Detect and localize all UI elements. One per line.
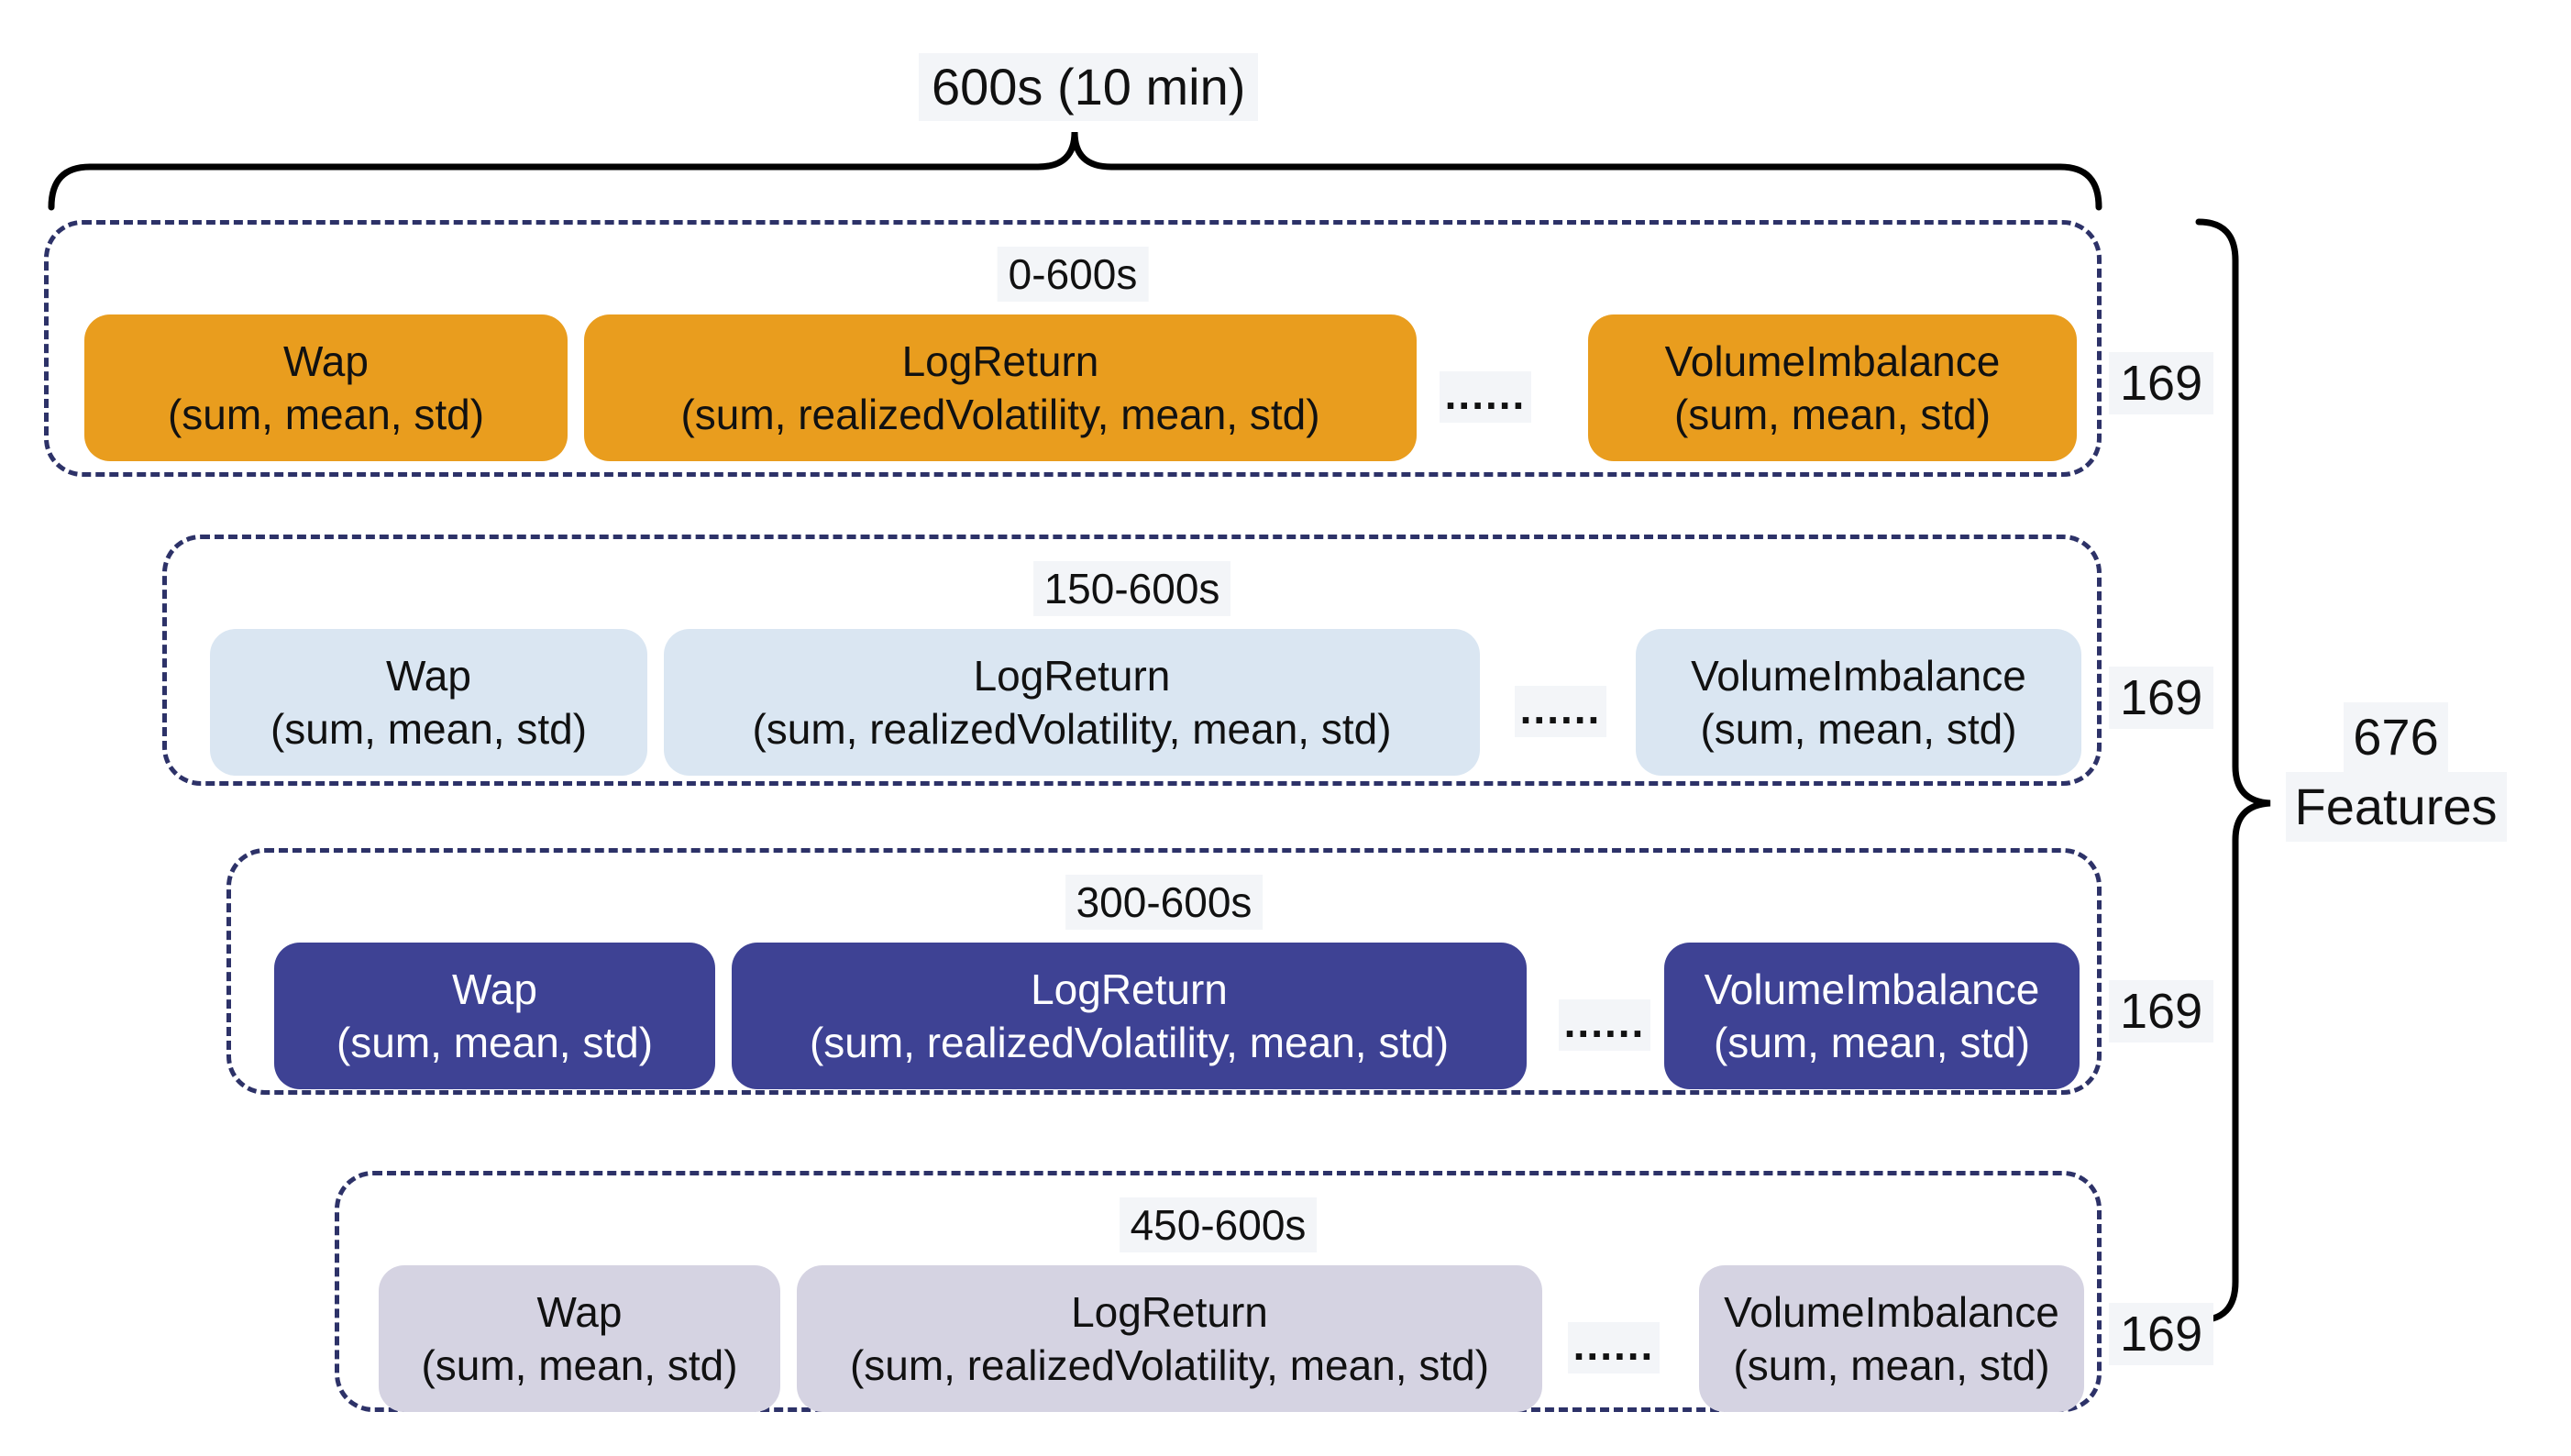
total-features-count: 676 [2344, 702, 2448, 772]
feature-stats: (sum, mean, std) [421, 1341, 738, 1389]
ellipsis-dots: ...... [1568, 1322, 1660, 1373]
window-label: 300-600s [1065, 875, 1263, 930]
time-span-title: 600s (10 min) [919, 53, 1259, 121]
feature-name: LogReturn [1031, 965, 1228, 1013]
feature-stats: (sum, mean, std) [1713, 1019, 2031, 1066]
window-row-300-600s: 300-600s Wap (sum, mean, std) LogReturn … [226, 848, 2102, 1095]
feature-name: VolumeImbalance [1691, 652, 2026, 700]
right-brace [2195, 218, 2271, 1324]
feature-count: 169 [2109, 667, 2214, 729]
feature-name: LogReturn [901, 337, 1099, 385]
window-label: 450-600s [1119, 1197, 1318, 1252]
feature-count: 169 [2109, 1303, 2214, 1365]
feature-box-volumeimbalance: VolumeImbalance (sum, mean, std) [1636, 629, 2081, 776]
feature-stats: (sum, mean, std) [1733, 1341, 2050, 1389]
feature-stats: (sum, realizedVolatility, mean, std) [680, 391, 1320, 438]
feature-stats: (sum, mean, std) [1700, 705, 2017, 753]
window-row-450-600s: 450-600s Wap (sum, mean, std) LogReturn … [335, 1171, 2102, 1412]
feature-name: Wap [283, 337, 369, 385]
feature-stats: (sum, mean, std) [167, 391, 485, 438]
feature-name: VolumeImbalance [1664, 337, 2001, 385]
ellipsis-dots: ...... [1440, 371, 1531, 423]
feature-name: Wap [536, 1288, 623, 1336]
feature-box-volumeimbalance: VolumeImbalance (sum, mean, std) [1699, 1265, 2084, 1412]
feature-box-wap: Wap (sum, mean, std) [379, 1265, 780, 1412]
feature-box-logreturn: LogReturn (sum, realizedVolatility, mean… [664, 629, 1480, 776]
feature-name: Wap [386, 652, 471, 700]
window-label: 0-600s [997, 247, 1149, 302]
feature-stats: (sum, mean, std) [336, 1019, 654, 1066]
feature-stats: (sum, mean, std) [270, 705, 588, 753]
feature-stats: (sum, realizedVolatility, mean, std) [849, 1341, 1490, 1389]
feature-name: Wap [452, 965, 537, 1013]
feature-box-volumeimbalance: VolumeImbalance (sum, mean, std) [1588, 314, 2077, 461]
feature-box-logreturn: LogReturn (sum, realizedVolatility, mean… [584, 314, 1417, 461]
feature-name: LogReturn [1071, 1288, 1268, 1336]
total-features-label: 676 Features [2272, 702, 2520, 842]
feature-count: 169 [2109, 352, 2214, 414]
feature-stats: (sum, mean, std) [1673, 391, 1992, 438]
ellipsis-dots: ...... [1559, 999, 1650, 1051]
feature-box-wap: Wap (sum, mean, std) [210, 629, 647, 776]
feature-box-wap: Wap (sum, mean, std) [274, 943, 715, 1089]
feature-name: VolumeImbalance [1704, 965, 2040, 1013]
feature-name: VolumeImbalance [1724, 1288, 2059, 1336]
feature-stats: (sum, realizedVolatility, mean, std) [809, 1019, 1450, 1066]
feature-name: LogReturn [973, 652, 1171, 700]
feature-count: 169 [2109, 980, 2214, 1042]
feature-box-wap: Wap (sum, mean, std) [84, 314, 568, 461]
feature-stats: (sum, realizedVolatility, mean, std) [752, 705, 1392, 753]
feature-box-logreturn: LogReturn (sum, realizedVolatility, mean… [732, 943, 1527, 1089]
window-row-150-600s: 150-600s Wap (sum, mean, std) LogReturn … [162, 535, 2102, 786]
feature-box-volumeimbalance: VolumeImbalance (sum, mean, std) [1664, 943, 2080, 1089]
window-label: 150-600s [1032, 561, 1231, 616]
window-row-0-600s: 0-600s Wap (sum, mean, std) LogReturn (s… [44, 220, 2102, 477]
feature-box-logreturn: LogReturn (sum, realizedVolatility, mean… [797, 1265, 1542, 1412]
top-brace [48, 131, 2102, 211]
ellipsis-dots: ...... [1515, 686, 1606, 737]
total-features-word: Features [2285, 772, 2507, 842]
